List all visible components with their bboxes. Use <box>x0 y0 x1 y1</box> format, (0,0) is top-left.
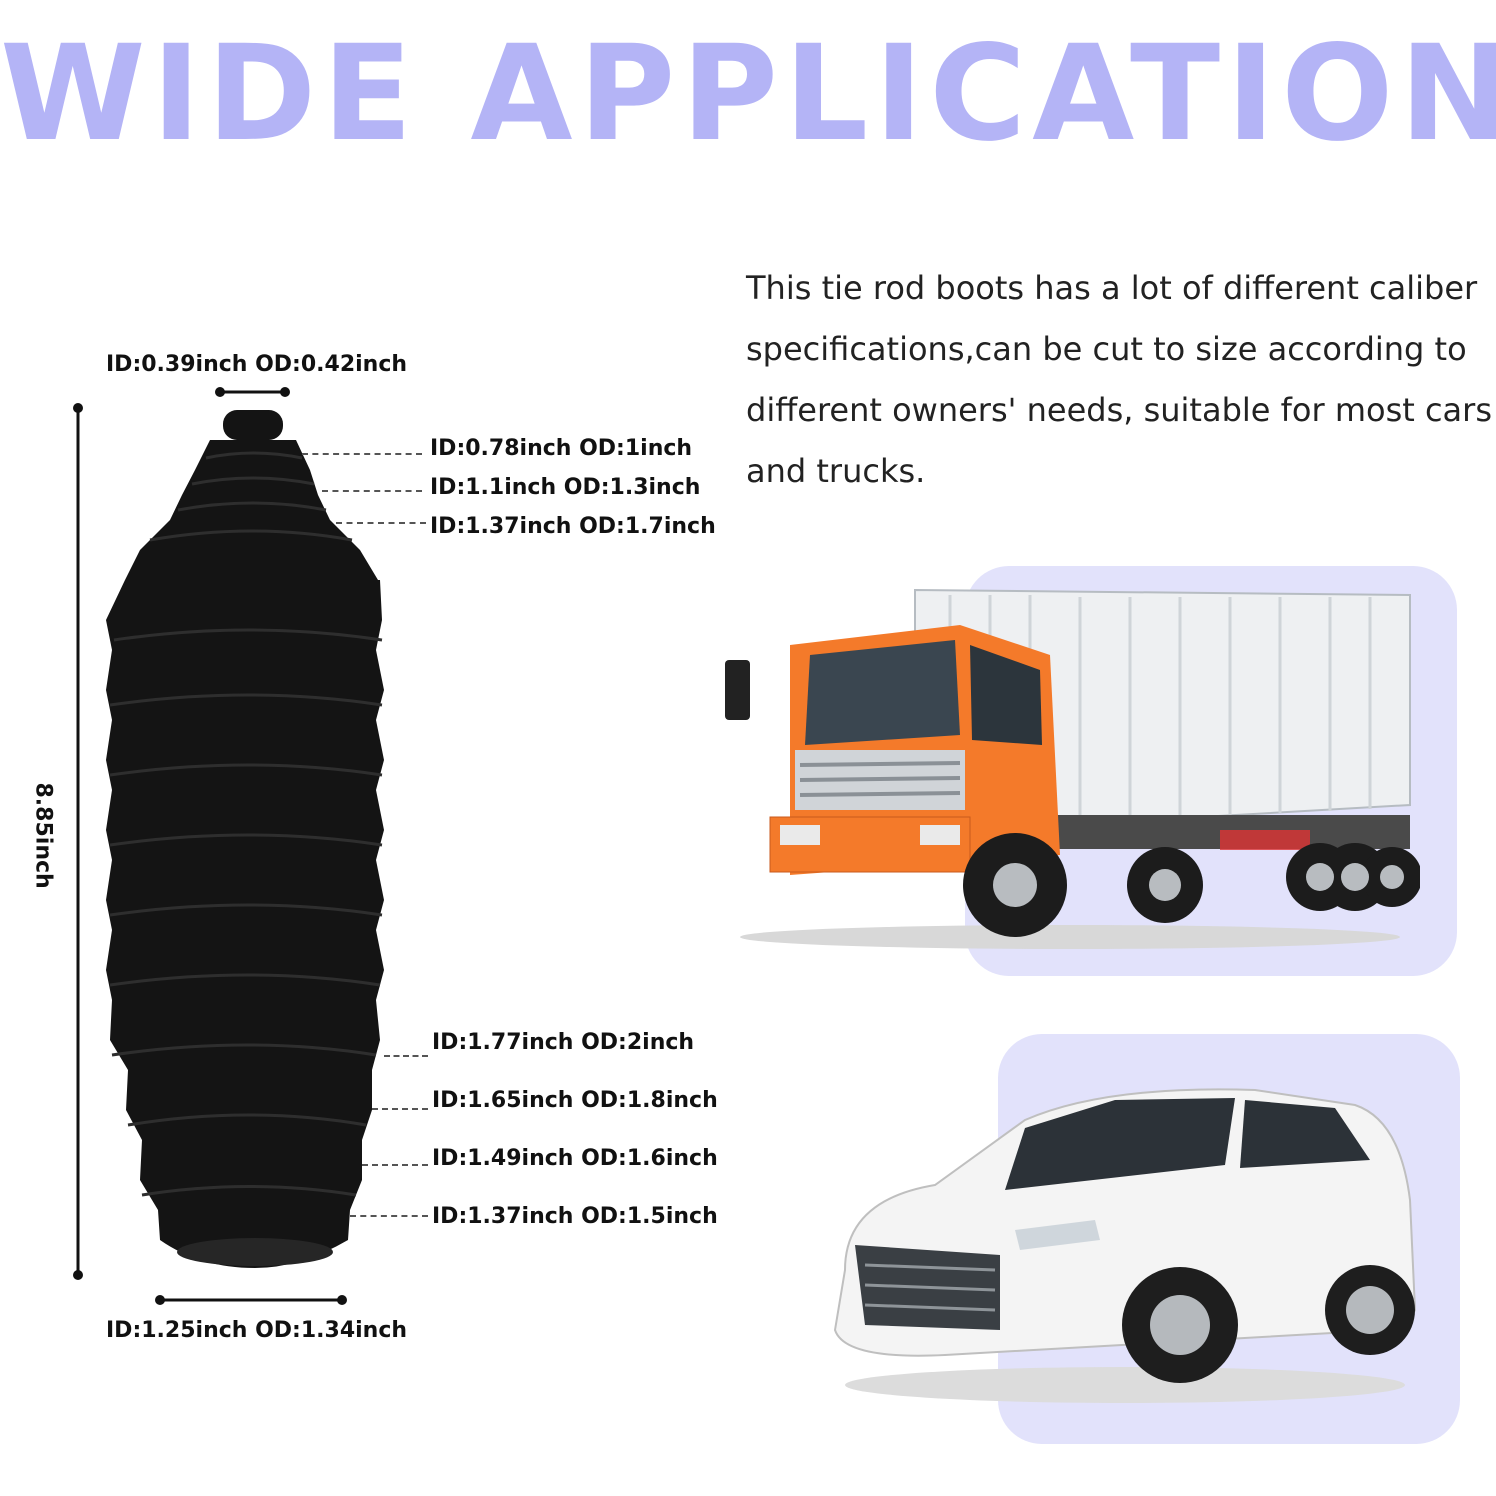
suv-photo <box>833 1088 1417 1403</box>
lower-step-spec: ID:1.37inch OD:1.5inch <box>432 1204 718 1229</box>
boot-ridges <box>109 451 383 1197</box>
lower-step-spec: ID:1.77inch OD:2inch <box>432 1030 695 1055</box>
leader-line <box>350 1215 428 1217</box>
bottom-opening-spec: ID:1.25inch OD:1.34inch <box>106 1318 408 1343</box>
upper-step-spec: ID:0.78inch OD:1inch <box>430 436 693 461</box>
leader-line <box>372 1108 428 1110</box>
overall-length-spec: 8.85inch <box>30 782 56 889</box>
lower-step-spec: ID:1.65inch OD:1.8inch <box>432 1088 718 1113</box>
description-text: This tie rod boots has a lot of differen… <box>746 269 1492 490</box>
truck-photo <box>725 588 1420 949</box>
top-opening-spec: ID:0.39inch OD:0.42inch <box>106 352 408 377</box>
boot-body <box>106 410 384 1268</box>
leader-line <box>302 453 422 455</box>
lower-step-spec: ID:1.49inch OD:1.6inch <box>432 1146 718 1171</box>
headline: WIDE APPLICATION <box>0 17 1496 171</box>
upper-step-spec: ID:1.1inch OD:1.3inch <box>430 475 701 500</box>
leader-line <box>336 522 426 524</box>
leader-line <box>322 490 422 492</box>
leader-line <box>384 1055 428 1057</box>
leader-line <box>362 1164 428 1166</box>
bottom-opening <box>177 1238 333 1266</box>
tie-rod-boot-illustration <box>73 387 384 1305</box>
upper-step-spec: ID:1.37inch OD:1.7inch <box>430 514 716 539</box>
